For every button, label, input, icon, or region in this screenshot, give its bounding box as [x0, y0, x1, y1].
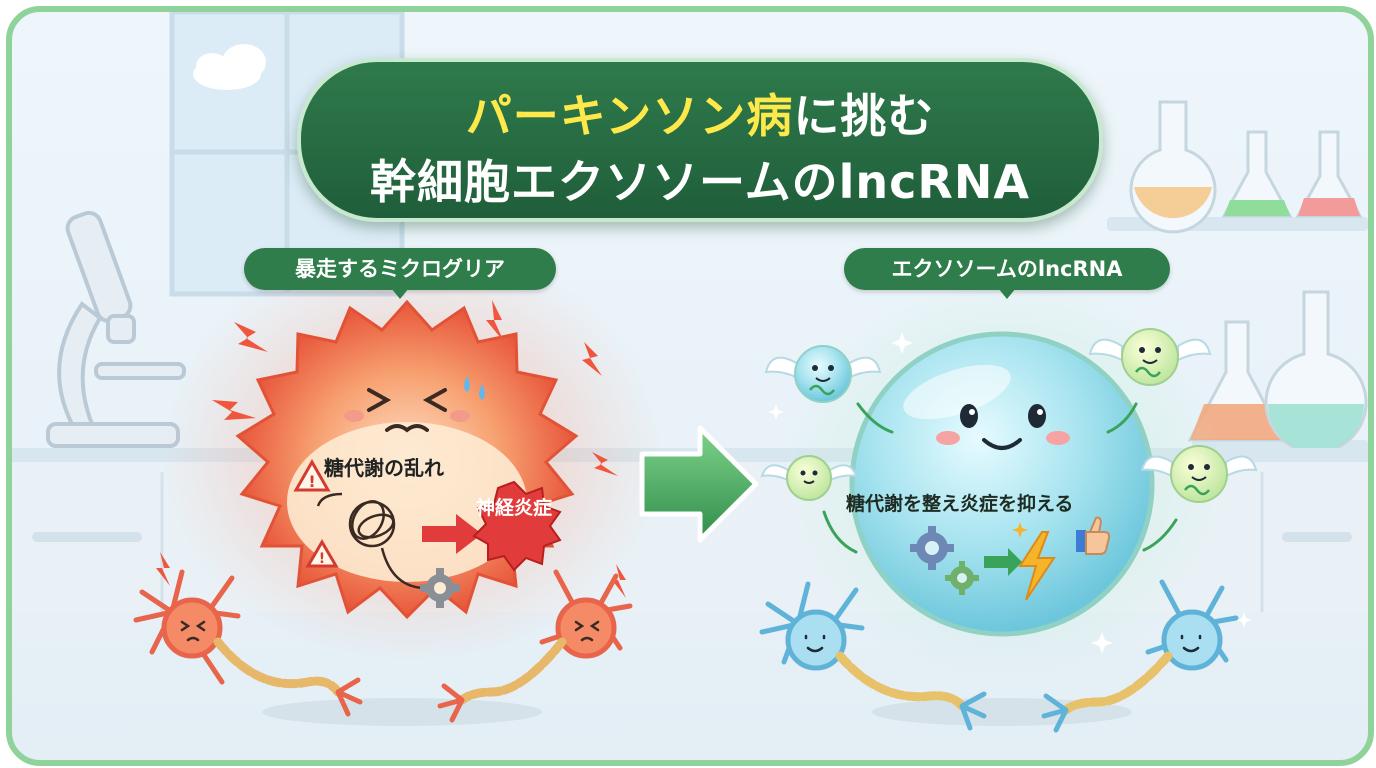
microscope-icon	[46, 210, 186, 448]
right-panel-label-text: エクソソームのlncRNA	[891, 257, 1123, 281]
left-panel-label: 暴走するミクログリア	[244, 248, 556, 299]
left-panel-label-text: 暴走するミクログリア	[295, 257, 505, 281]
title-line-1: パーキンソン病に挑む	[301, 80, 1099, 146]
neuron-icon	[1041, 579, 1239, 733]
regulation-annotation: 糖代謝を整え炎症を抑える	[846, 493, 1074, 515]
metabolism-disorder-annotation: 糖代謝の乱れ	[324, 456, 444, 480]
flask-icon	[1264, 290, 1368, 455]
mini-exosome	[1088, 328, 1212, 386]
gear-icon	[910, 526, 954, 570]
exosome-cell	[849, 331, 1155, 637]
sparkle-icon	[768, 332, 1252, 654]
right-panel-label: エクソソームのlncRNA	[844, 248, 1170, 299]
title-banner: パーキンソン病に挑む 幹細胞エクソソームのlncRNA	[297, 58, 1103, 222]
cloud-icon	[193, 44, 266, 90]
neuron-icon	[437, 569, 633, 723]
mini-exosome	[764, 345, 882, 403]
flask-icon	[1295, 130, 1363, 218]
background-scene: ! !	[12, 12, 1368, 733]
mini-exosome	[1140, 445, 1258, 503]
warning-icon: !	[305, 539, 339, 568]
neuroinflammation-label: 神経炎症	[475, 497, 552, 519]
transition-arrow	[639, 425, 759, 543]
flask-icon	[1129, 100, 1217, 234]
lightning-icon	[1018, 531, 1056, 601]
inflammation-burst	[472, 480, 562, 572]
gear-icon	[420, 568, 460, 608]
neuron-icon	[133, 569, 363, 717]
left-label-tail	[391, 288, 409, 299]
svg-text:!: !	[308, 472, 315, 491]
warning-icon: !	[293, 458, 331, 492]
flask-icon	[1221, 130, 1293, 218]
gear-icon	[945, 561, 979, 595]
title-line-2: 幹細胞エクソソームのlncRNA	[370, 155, 1030, 209]
svg-text:!: !	[319, 551, 325, 567]
illustration-frame: ! !	[6, 6, 1374, 766]
neuron-icon	[759, 581, 987, 731]
title-highlight: パーキンソン病	[465, 89, 794, 143]
mini-exosome	[760, 455, 858, 501]
right-label-tail	[998, 288, 1016, 299]
title-line-1-rest: に挑む	[793, 89, 935, 143]
thumbs-up-icon	[1076, 516, 1111, 555]
